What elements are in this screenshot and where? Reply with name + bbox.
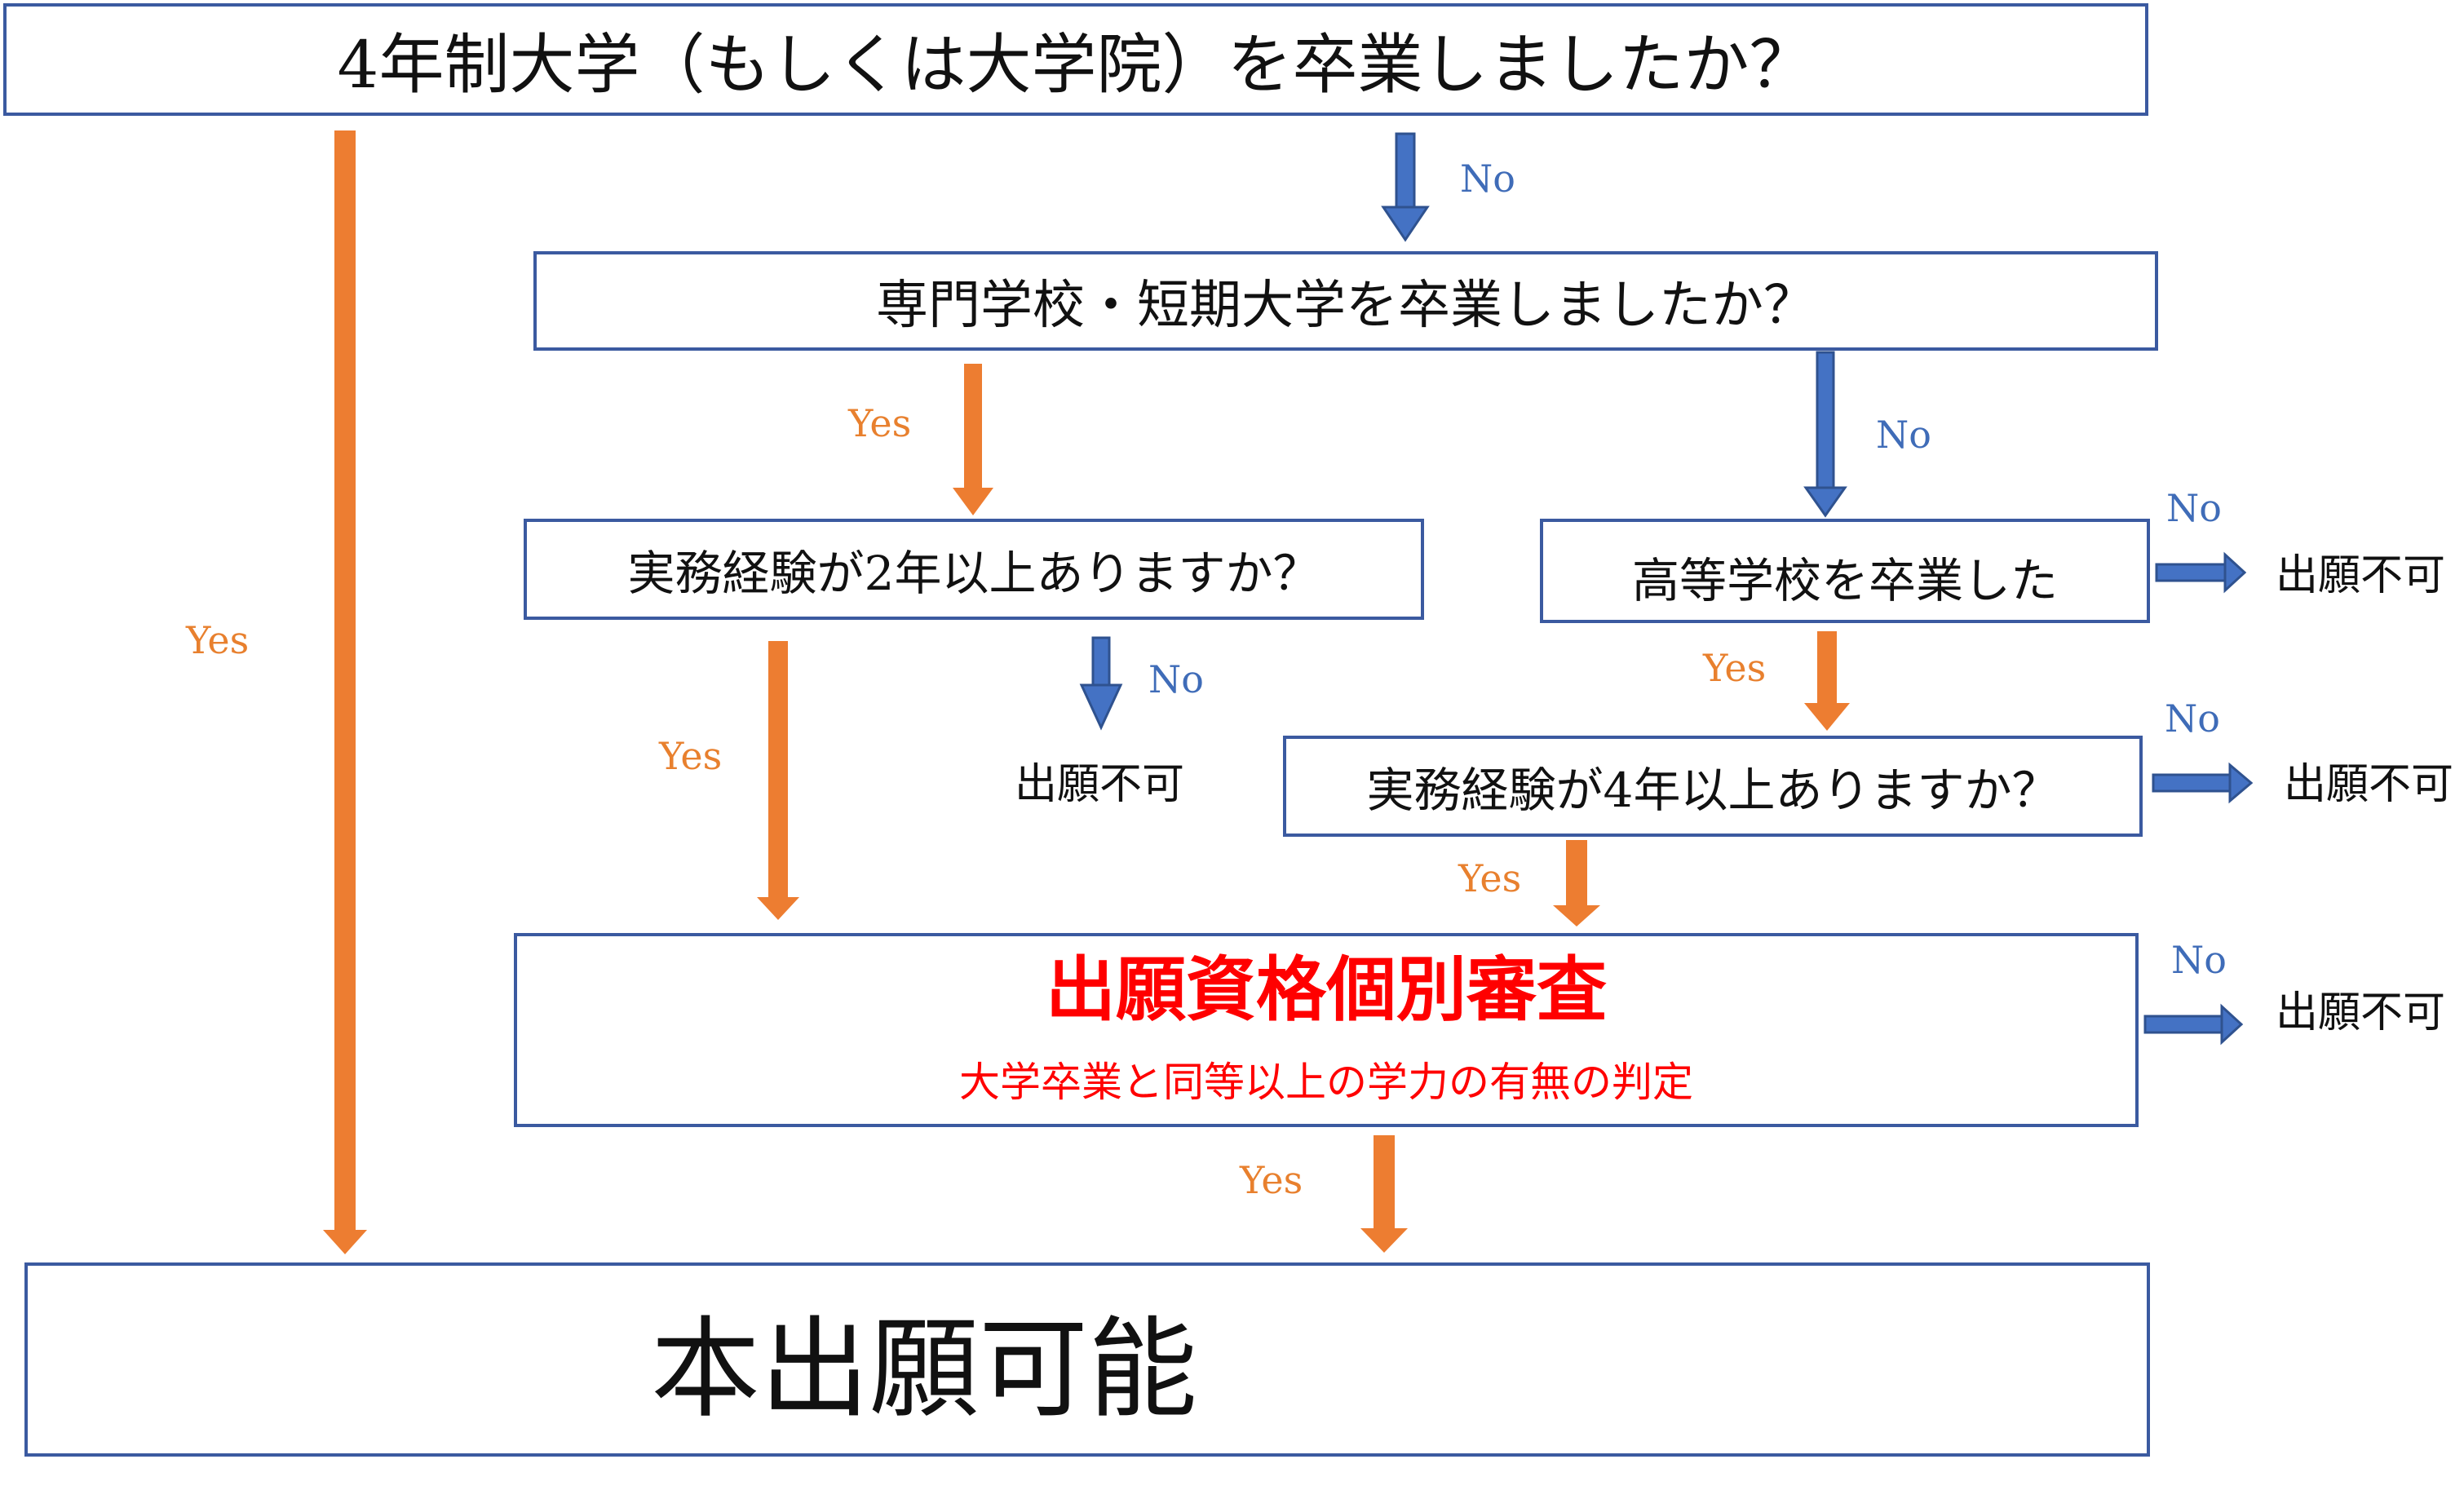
label-q2-no: No: [1876, 413, 1931, 457]
label-review-yes: Yes: [1240, 1158, 1303, 1202]
question-experience-2-years: 実務経験が2年以上ありますか？: [524, 519, 1424, 620]
final-text: 本出願可能: [650, 1306, 1197, 1433]
arrow-q3-no-down: [1079, 636, 1123, 731]
label-q4-yes: Yes: [1703, 646, 1767, 690]
arrow-review-yes-final: [1360, 1135, 1408, 1253]
question-text: 高等学校を卒業した: [1631, 553, 2058, 608]
arrow-q4-yes-q5: [1804, 631, 1850, 731]
label-q1-yes: Yes: [186, 618, 250, 662]
question-high-school: 高等学校を卒業した: [1540, 519, 2150, 623]
label-q1-no: No: [1460, 157, 1515, 201]
arrow-q1-yes-final: [323, 130, 367, 1254]
label-review-no: No: [2171, 938, 2227, 982]
question-text: 実務経験が2年以上ありますか？: [627, 546, 1320, 601]
arrow-q4-no-right: [2155, 551, 2247, 594]
outcome-not-eligible-q4: 出願不可: [2276, 551, 2446, 600]
arrow-q5-yes-review: [1553, 840, 1600, 926]
arrow-q2-no-q4: [1803, 351, 1847, 518]
arrow-q5-no-right: [2152, 762, 2254, 804]
outcome-not-eligible-q5: 出願不可: [2284, 760, 2454, 809]
question-text: 実務経験が4年以上ありますか？: [1366, 763, 2059, 818]
question-vocational-junior-college: 専門学校・短期大学を卒業しましたか？: [533, 251, 2158, 351]
question-experience-4-years: 実務経験が4年以上ありますか？: [1283, 736, 2143, 837]
label-q3-no: No: [1148, 657, 1204, 701]
review-subtitle: 大学卒業と同等以上の学力の有無の判定: [959, 1059, 1693, 1107]
question-text: 専門学校・短期大学を卒業しましたか？: [876, 276, 1816, 336]
label-q3-yes: Yes: [659, 734, 723, 778]
label-q5-no: No: [2165, 696, 2220, 741]
arrow-q1-no-q2: [1381, 132, 1430, 242]
individual-review-box: 出願資格個別審査 大学卒業と同等以上の学力の有無の判定: [514, 933, 2139, 1127]
outcome-not-eligible-q3: 出願不可: [1015, 760, 1185, 809]
arrow-review-no-right: [2143, 1003, 2244, 1046]
question-four-year-university: 4年制大学（もしくは大学院）を卒業しましたか？: [3, 3, 2148, 116]
review-title: 出願資格個別審査: [1046, 948, 1607, 1031]
label-q2-yes: Yes: [848, 401, 912, 445]
final-eligible-box: 本出願可能: [24, 1262, 2150, 1457]
arrow-q3-yes-review: [757, 641, 799, 920]
label-q4-no: No: [2166, 486, 2222, 530]
question-text: 4年制大学（もしくは大学院）を卒業しましたか？: [337, 27, 1815, 103]
arrow-q2-yes-q3: [953, 364, 993, 515]
outcome-not-eligible-review: 出願不可: [2276, 988, 2446, 1037]
label-q5-yes: Yes: [1458, 856, 1522, 900]
